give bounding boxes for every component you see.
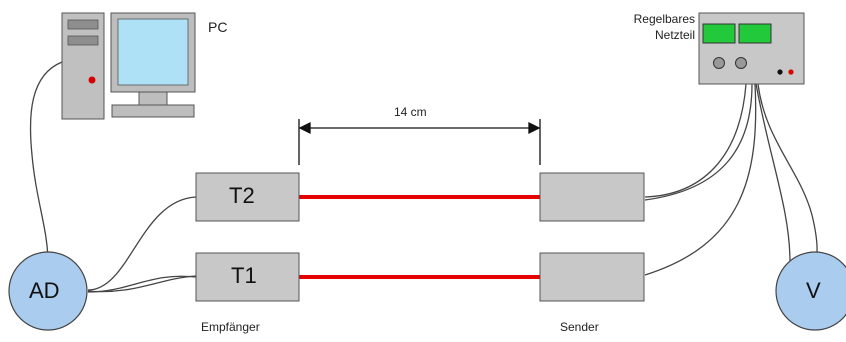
power-led-icon — [88, 76, 96, 84]
ad-to-t1-cable-2 — [87, 275, 197, 293]
terminal-black-icon — [777, 69, 783, 75]
power-supply — [698, 12, 805, 85]
receiver-t2-box — [195, 172, 300, 222]
distance-dimension — [298, 119, 541, 165]
power-supply-label-line1: Regelbares — [633, 12, 695, 26]
ad-label: AD — [29, 278, 60, 303]
receiver-t2-label: T2 — [229, 183, 255, 208]
ad-to-t2-cable — [87, 196, 197, 291]
psu-to-sender-bottom-cable — [644, 83, 757, 276]
pc-label: PC — [208, 19, 228, 35]
pc-monitor — [110, 12, 196, 118]
psu-to-sender-top-cable-2 — [644, 83, 747, 198]
sender-top-box — [539, 172, 645, 222]
knob-icon — [713, 57, 725, 69]
sender-caption: Sender — [560, 320, 599, 334]
sender-bottom-box — [539, 252, 645, 302]
psu-to-v-cable-2 — [755, 83, 791, 263]
receiver-t1-box — [195, 252, 300, 302]
ad-converter-circle — [8, 251, 88, 331]
distance-label: 14 cm — [394, 105, 427, 119]
voltmeter-label: V — [806, 278, 821, 303]
pc-tower — [61, 12, 105, 120]
arrow-left-icon — [298, 121, 311, 135]
receiver-caption: Empfänger — [201, 320, 260, 334]
knob-icon — [735, 57, 747, 69]
power-supply-label-line2: Netzteil — [654, 28, 695, 42]
psu-to-v-cable — [757, 83, 818, 263]
receiver-t1-label: T1 — [231, 263, 257, 288]
voltmeter-circle — [775, 251, 846, 331]
cables — [29, 61, 818, 293]
terminal-red-icon — [788, 69, 794, 75]
psu-to-sender-top-cable — [644, 83, 753, 201]
pc-to-ad-cable — [29, 61, 63, 263]
arrow-right-icon — [528, 121, 541, 135]
